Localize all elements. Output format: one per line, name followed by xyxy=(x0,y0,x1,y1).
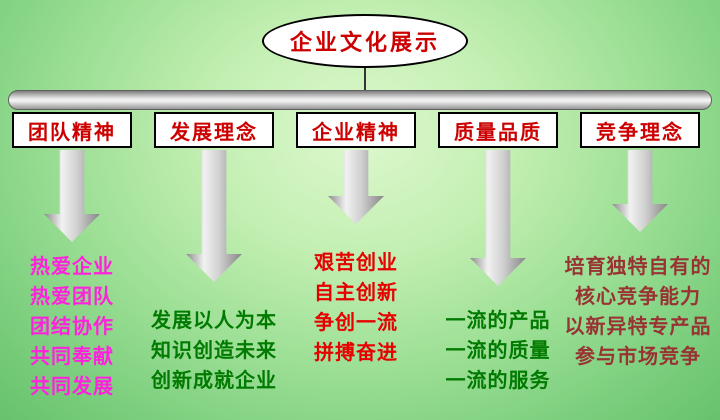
line-item: 争创一流 xyxy=(314,312,398,334)
branch-development-philosophy: 发展理念 发展以人为本 知识创造未来 创新成就企业 xyxy=(142,112,286,396)
branch-heading-box: 质量品质 xyxy=(438,112,558,148)
branch-lines: 培育独特自有的 核心竞争能力 以新异特专产品 参与市场竞争 xyxy=(548,252,720,372)
branch-heading-box: 发展理念 xyxy=(154,112,274,148)
line-item: 拼搏奋进 xyxy=(314,342,398,364)
line-item: 共同奉献 xyxy=(30,346,114,368)
line-item: 共同发展 xyxy=(30,376,114,398)
down-arrow-icon xyxy=(612,150,668,232)
down-arrow-icon xyxy=(44,150,100,242)
line-item: 艰苦创业 xyxy=(314,252,398,274)
line-item: 一流的质量 xyxy=(445,340,551,362)
branch-heading: 企业精神 xyxy=(312,121,400,144)
line-item: 知识创造未来 xyxy=(151,340,277,362)
line-item: 创新成就企业 xyxy=(151,370,277,392)
down-arrow-icon xyxy=(470,150,526,286)
down-arrow-icon xyxy=(186,150,242,282)
line-item: 自主创新 xyxy=(314,282,398,304)
branch-heading-box: 竞争理念 xyxy=(580,112,700,148)
connector-line xyxy=(364,64,366,92)
bracket-bar xyxy=(8,90,712,110)
branch-enterprise-spirit: 企业精神 艰苦创业 自主创新 争创一流 拼搏奋进 xyxy=(284,112,428,368)
branch-lines: 一流的产品 一流的质量 一流的服务 xyxy=(418,306,578,396)
title-ellipse: 企业文化展示 xyxy=(262,14,468,68)
branch-lines: 热爱企业 热爱团队 团结协作 共同奉献 共同发展 xyxy=(0,252,144,402)
line-item: 一流的服务 xyxy=(445,370,551,392)
line-item: 热爱企业 xyxy=(30,256,114,278)
branch-quality: 质量品质 一流的产品 一流的质量 一流的服务 xyxy=(426,112,570,396)
branch-heading: 竞争理念 xyxy=(596,121,684,144)
line-item: 一流的产品 xyxy=(445,310,551,332)
branch-heading-box: 团队精神 xyxy=(12,112,132,148)
branch-heading: 发展理念 xyxy=(170,121,258,144)
line-item: 热爱团队 xyxy=(30,286,114,308)
line-item: 培育独特自有的 xyxy=(564,256,712,278)
branch-lines: 发展以人为本 知识创造未来 创新成就企业 xyxy=(134,306,294,396)
page-title: 企业文化展示 xyxy=(289,30,440,55)
branch-lines: 艰苦创业 自主创新 争创一流 拼搏奋进 xyxy=(284,248,428,368)
line-item: 团结协作 xyxy=(30,316,114,338)
line-item: 以新异特专产品 xyxy=(564,316,712,338)
branch-team-spirit: 团队精神 热爱企业 热爱团队 团结协作 共同奉献 共同发展 xyxy=(0,112,144,402)
branch-heading-box: 企业精神 xyxy=(296,112,416,148)
line-item: 核心竞争能力 xyxy=(575,286,701,308)
branch-heading: 质量品质 xyxy=(454,121,542,144)
branch-heading: 团队精神 xyxy=(28,121,116,144)
line-item: 参与市场竞争 xyxy=(575,346,701,368)
line-item: 发展以人为本 xyxy=(151,310,277,332)
branch-competition-philosophy: 竞争理念 培育独特自有的 核心竞争能力 以新异特专产品 参与市场竞争 xyxy=(565,112,712,372)
down-arrow-icon xyxy=(328,150,384,224)
